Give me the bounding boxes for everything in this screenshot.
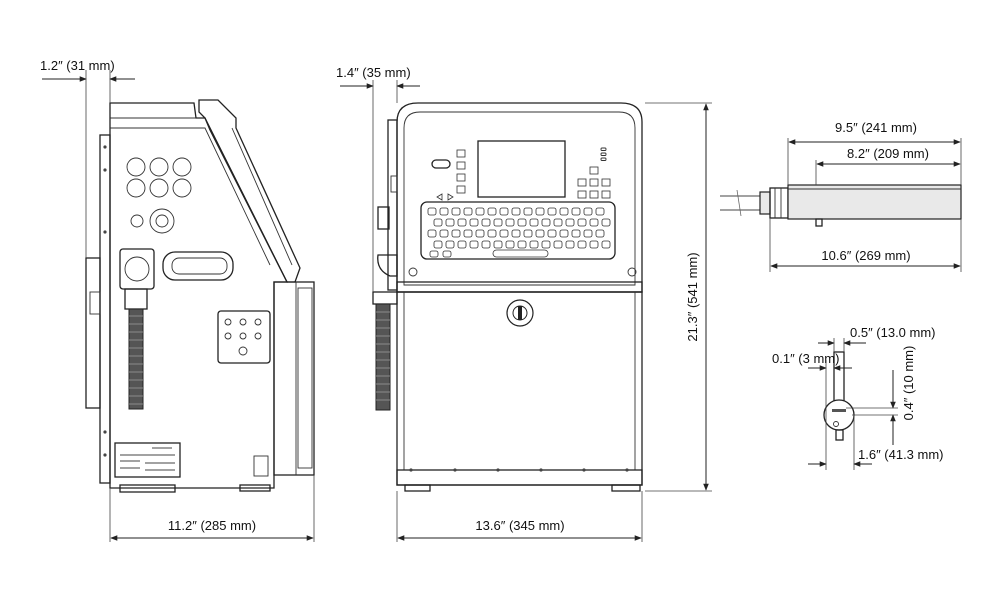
dim-printhead-body-length: 8.2″ (209 mm) <box>847 146 929 161</box>
dim-printhead-length: 9.5″ (241 mm) <box>835 120 917 135</box>
dim-side-top-offset: 1.2″ (31 mm) <box>40 58 115 73</box>
dim-nozzle-height: 0.4″ (10 mm) <box>901 346 916 421</box>
dim-nozzle-offset: 0.1″ (3 mm) <box>772 351 839 366</box>
dim-head-diameter: 0.5″ (13.0 mm) <box>850 325 936 340</box>
dim-front-side-offset: 1.4″ (35 mm) <box>336 65 411 80</box>
dim-side-depth: 11.2″ (285 mm) <box>168 518 256 533</box>
ink-cabinet-lock-icon[interactable] <box>506 299 534 327</box>
side-view <box>85 99 315 493</box>
dim-overall-height: 21.3″ (541 mm) <box>685 252 700 341</box>
front-view <box>372 102 643 492</box>
dim-front-width: 13.6″ (345 mm) <box>475 518 564 533</box>
printhead-view <box>720 184 962 227</box>
dimension-lines <box>42 70 962 542</box>
dim-head-end-length: 1.6″ (41.3 mm) <box>858 447 944 462</box>
dim-printhead-total-length: 10.6″ (269 mm) <box>821 248 910 263</box>
